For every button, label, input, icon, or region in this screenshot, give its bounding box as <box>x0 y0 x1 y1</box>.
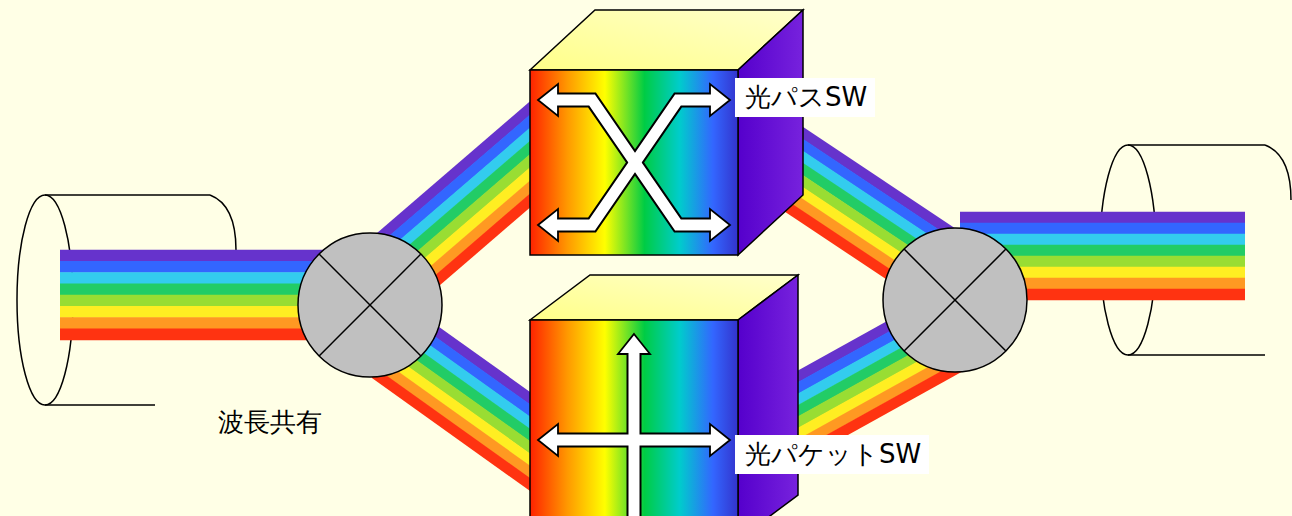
wavelength-stripe <box>60 272 340 284</box>
wavelength-stripe <box>60 283 340 295</box>
cylinder-end <box>1265 145 1291 200</box>
cylinder-edge <box>1128 354 1265 356</box>
cylinder-edge <box>45 194 210 196</box>
arrow-outline <box>556 100 712 225</box>
arrow-head <box>710 84 730 116</box>
wavelength-stripe <box>60 317 340 329</box>
wavelength-stripe <box>380 365 555 490</box>
coupler-circle <box>883 228 1027 372</box>
coupler-circle <box>298 233 442 377</box>
arrow-head <box>618 334 650 354</box>
cylinder-end <box>210 195 236 250</box>
arrow-head <box>538 84 558 116</box>
wavelength-stripe <box>60 250 340 262</box>
coupler-cross <box>319 254 421 356</box>
arrow-body <box>556 100 712 225</box>
path-switch: 光パスSW <box>530 10 805 255</box>
wavelength-stripe <box>960 212 1245 224</box>
coupler-circle <box>883 228 1027 372</box>
cube-side <box>738 275 798 516</box>
cylinder-edge <box>45 404 155 406</box>
wavelength-stripe <box>960 234 1245 246</box>
switch-label: 光パケットSW <box>735 435 929 474</box>
cylinder-edge <box>1128 144 1265 146</box>
coupler-circle <box>298 233 442 377</box>
arrow-outline <box>556 100 712 225</box>
cube-side <box>738 10 803 255</box>
packet-switch: 光パケットSW <box>530 275 800 516</box>
switch-cube <box>530 275 798 516</box>
arrow-body <box>629 352 640 516</box>
cube-front <box>530 70 738 255</box>
coupler-cross <box>319 254 421 356</box>
switch-label: 光パスSW <box>735 78 875 117</box>
wavelength-sharing-label: 波長共有 <box>218 407 322 438</box>
arrow-head <box>538 209 558 241</box>
wavelength-stripe <box>375 373 550 498</box>
wavelength-stripe <box>960 223 1245 235</box>
arrow-outline <box>627 352 642 516</box>
coupler-cross <box>904 249 1006 351</box>
arrow-body <box>556 100 712 225</box>
switch-cube <box>530 10 803 255</box>
wavelength-stripe <box>60 328 340 340</box>
arrow-head <box>538 424 558 456</box>
arrow-head <box>710 209 730 241</box>
wavelength-stripe <box>60 261 340 273</box>
coupler-cross <box>904 249 1006 351</box>
arrow-head <box>710 424 730 456</box>
